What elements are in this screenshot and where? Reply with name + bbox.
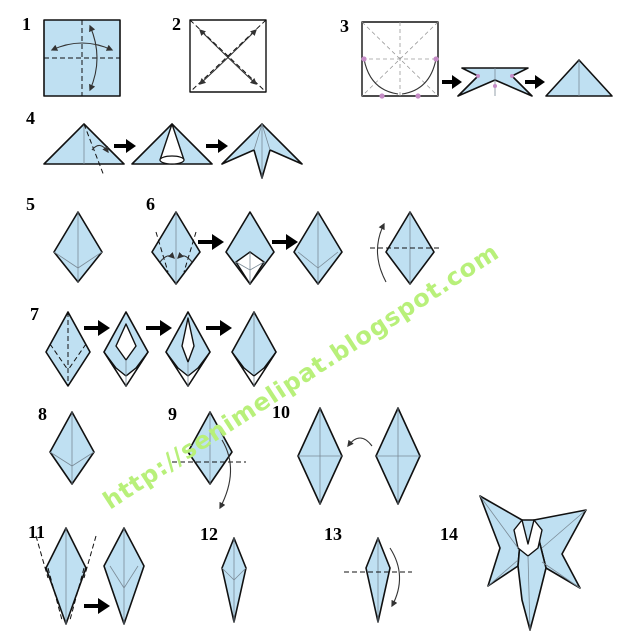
step-11: 11 [28,522,145,625]
step-7: 7 [30,304,277,387]
step-14: 14 [440,495,587,631]
step-number-9: 9 [168,404,177,424]
step-number-8: 8 [38,404,47,424]
step-1: 1 [22,14,121,97]
step-12: 12 [200,524,247,623]
next-arrow [525,75,545,89]
step-number-7: 7 [30,304,39,324]
step-9: 9 [168,404,246,510]
step-10: 10 [272,402,421,505]
step-4: 4 [26,108,303,179]
step-number-13: 13 [324,524,342,544]
step-5: 5 [26,194,103,283]
step-number-6: 6 [146,194,155,214]
step-8: 8 [38,404,95,485]
step-number-5: 5 [26,194,35,214]
next-arrow [442,75,462,89]
step-number-12: 12 [200,524,218,544]
reference-dot [433,56,439,62]
watermark-url: http://senimelipat.blogspot.com [98,238,504,515]
step-2: 2 [172,14,267,93]
step-number-1: 1 [22,14,31,34]
step-number-4: 4 [26,108,35,128]
reference-dot [379,93,385,99]
step-number-3: 3 [340,16,349,36]
step-3: 3 [340,16,613,99]
step-number-2: 2 [172,14,181,34]
step-number-10: 10 [272,402,290,422]
step-number-11: 11 [28,522,45,542]
step-13: 13 [324,524,412,623]
reference-dot [361,56,367,62]
step-6: 6 [146,194,440,285]
reference-dot [415,93,421,99]
step-number-14: 14 [440,524,458,544]
finished-lily [479,495,587,631]
